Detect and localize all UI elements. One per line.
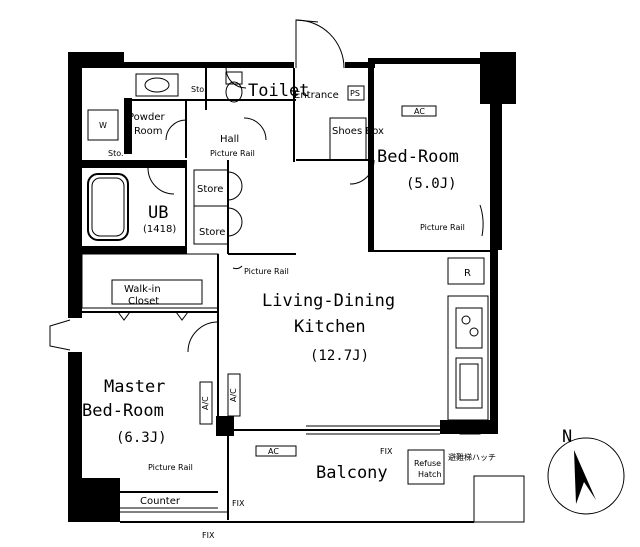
powder-room-label-1: Powder — [128, 112, 165, 123]
fix-counter-label: FIX — [232, 499, 245, 508]
fixtures — [87, 71, 481, 457]
compass-circle — [547, 437, 625, 515]
refuse-label-1: Refuse — [414, 459, 441, 468]
balcony-name: Balcony — [316, 463, 388, 483]
ldk-name-line1: Living-Dining — [262, 291, 395, 311]
ac-ldk-label: A/C — [229, 388, 238, 402]
ldk-name-line2: Kitchen — [294, 317, 366, 337]
bedroom-size: (5.0J) — [406, 176, 457, 192]
ps-top-label: PS — [350, 89, 360, 98]
shoes-box-label: Shoes Box — [332, 126, 384, 137]
ub-size: (1418) — [143, 224, 176, 235]
fix-balcony-label: FIX — [380, 447, 393, 456]
picture-rail-ldk-label: Picture Rail — [244, 267, 289, 276]
master-name-line2: Bed-Room — [82, 401, 164, 421]
walls — [66, 52, 516, 522]
sto-label-1: Sto. — [191, 85, 207, 94]
sto-label-2: Sto. — [108, 149, 124, 158]
partitions — [81, 58, 525, 523]
walkin-label-1: Walk-in — [124, 284, 161, 295]
ps-kitchen-label: PS — [463, 424, 473, 433]
hall-label: Hall — [220, 134, 239, 145]
doors — [49, 19, 375, 353]
ac-bed-label: AC — [414, 107, 425, 116]
toilet-name: Toilet — [248, 81, 309, 101]
master-name-line1: Master — [104, 377, 165, 397]
master-size: (6.3J) — [116, 430, 167, 446]
compass-arrow-icon — [574, 450, 596, 504]
powder-room-label-2: Room — [134, 126, 162, 137]
north-label: N — [562, 427, 572, 447]
ac-balcony-label: AC — [268, 447, 279, 456]
counter-label: Counter — [140, 496, 181, 507]
refrigerator-label: R — [464, 268, 471, 279]
washing-machine-label: W — [99, 121, 107, 130]
picture-rail-master-label: Picture Rail — [148, 463, 193, 472]
ub-name: UB — [148, 203, 168, 223]
entrance-label: Entrance — [294, 90, 339, 101]
store-label-2: Store — [199, 227, 225, 238]
north-compass: N — [547, 427, 625, 515]
evac-hatch-label: 避難梯ハッチ — [448, 452, 496, 462]
bedroom-name: Bed-Room — [377, 147, 459, 167]
refuse-label-2: Hatch — [418, 470, 442, 479]
store-label-1: Store — [197, 184, 223, 195]
fix-bottom-label: FIX — [202, 531, 215, 540]
ac-master-label: A/C — [201, 396, 210, 410]
picture-rail-bed-label: Picture Rail — [420, 223, 465, 232]
picture-rail-hall-label: Picture Rail — [210, 149, 255, 158]
ldk-size: (12.7J) — [310, 348, 369, 364]
walkin-label-2: Closet — [128, 296, 159, 307]
bathtub — [87, 173, 129, 241]
